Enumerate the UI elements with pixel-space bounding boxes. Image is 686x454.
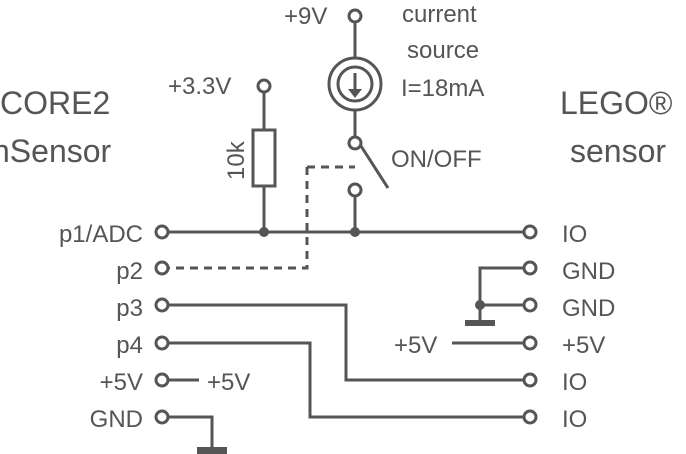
- left-pin-5v: [154, 372, 170, 388]
- supply-9v-label: +9V: [284, 3, 327, 30]
- right-pin-label-gnd1: GND: [562, 258, 615, 285]
- right-pin-io2: [522, 372, 538, 388]
- right-pin-label-io2: IO: [562, 369, 587, 396]
- left-title-line2: hSensor: [0, 133, 112, 169]
- current-source-label-2: source: [407, 37, 479, 64]
- right-pin-gnd2: [522, 297, 538, 313]
- right-ground-symbol: [465, 320, 495, 326]
- wire-gnd1: [478, 266, 524, 322]
- switch-terminal-top: [347, 135, 363, 151]
- left-pin-label-p2: p2: [116, 258, 143, 285]
- junction-dot-resistor: [259, 227, 269, 237]
- left-pin-p4: [154, 335, 170, 351]
- terminal-3v3: [256, 78, 272, 94]
- left-5v-supply-label: +5V: [207, 369, 250, 396]
- right-title-line1: LEGO®: [560, 85, 673, 121]
- switch-label: ON/OFF: [391, 146, 482, 173]
- right-pin-io1: [522, 224, 538, 240]
- left-title-line1: CORE2: [0, 85, 110, 121]
- current-source-label-1: current: [402, 1, 477, 28]
- wire-p2-control: [168, 167, 309, 270]
- right-pin-5v: [522, 335, 538, 351]
- right-5v-supply-label: +5V: [394, 332, 437, 359]
- wire-left-gnd: [168, 415, 214, 448]
- resistor-label: 10k: [223, 140, 250, 180]
- right-title-line2: sensor: [570, 133, 666, 169]
- terminal-9v: [347, 8, 363, 24]
- left-ground-symbol: [197, 447, 227, 454]
- wire-p4-io: [168, 341, 524, 419]
- current-source-symbol: [327, 56, 383, 112]
- right-pin-label-5v: +5V: [562, 332, 605, 359]
- wire-p3-io: [168, 303, 524, 382]
- left-pin-label-gnd: GND: [90, 406, 143, 433]
- right-pin-label-io3: IO: [562, 406, 587, 433]
- switch-lever: [359, 145, 390, 189]
- right-pin-gnd1: [522, 260, 538, 276]
- junction-dot-gnd: [475, 300, 485, 310]
- left-pin-p1: [154, 224, 170, 240]
- resistor-10k: [251, 128, 277, 188]
- left-pin-p2: [154, 260, 170, 276]
- left-pin-gnd: [154, 409, 170, 425]
- switch-terminal-bottom: [347, 182, 363, 198]
- supply-3v3-label: +3.3V: [168, 73, 231, 100]
- junction-dot-switch: [350, 227, 360, 237]
- left-pin-p3: [154, 297, 170, 313]
- left-pin-label-5v: +5V: [100, 369, 143, 396]
- left-pin-label-p4: p4: [116, 332, 143, 359]
- left-pin-label-p1: p1/ADC: [59, 221, 143, 248]
- left-pin-label-p3: p3: [116, 295, 143, 322]
- current-source-label-3: I=18mA: [401, 75, 484, 102]
- right-pin-label-gnd2: GND: [562, 295, 615, 322]
- right-pin-label-io1: IO: [562, 221, 587, 248]
- right-pin-io3: [522, 409, 538, 425]
